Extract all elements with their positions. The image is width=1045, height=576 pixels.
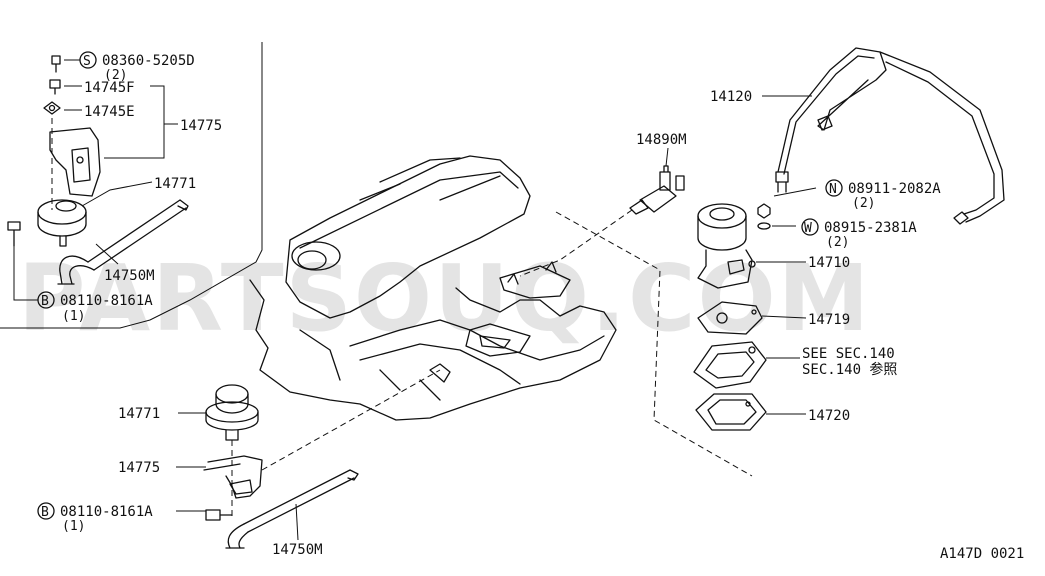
main-bolt-symbol: B <box>41 505 49 520</box>
gasket-lower-label: 14720 <box>808 408 850 424</box>
inset-valve-label: 14771 <box>154 176 196 192</box>
nut-icon <box>757 203 771 219</box>
hose-to-engine-line <box>261 369 441 471</box>
gasket-upper-label: 14719 <box>808 312 850 328</box>
inset-hose-label: 14750M <box>104 268 155 284</box>
inset-hose-icon <box>57 199 189 285</box>
screw-symbol: S <box>83 54 91 69</box>
nut-qty: (2) <box>852 196 875 211</box>
washer-icon <box>757 222 771 230</box>
washer-symbol-circle <box>801 218 819 236</box>
nut-symbol: N <box>829 182 837 197</box>
part-14745f-label: 14745F <box>84 80 135 96</box>
inset-vacuum-valve-icon <box>37 199 87 247</box>
main-hose-label: 14750M <box>272 542 323 558</box>
gasket-lower-icon <box>695 393 767 431</box>
sensor-label: 14890M <box>636 132 687 148</box>
inset-bolt-icon <box>7 221 21 247</box>
screw-symbol-circle <box>79 51 97 69</box>
egr-tube-icon <box>775 47 1005 225</box>
screw-part-number: 08360-5205D <box>102 53 195 69</box>
inset-bolt-part-number: 08110-8161A <box>60 293 153 309</box>
main-valve-label: 14771 <box>118 406 160 422</box>
main-vacuum-valve-icon <box>205 384 259 441</box>
watermark: PARTSOUQ.COM <box>18 245 871 352</box>
leader <box>81 181 153 207</box>
washer-qty: (2) <box>826 235 849 250</box>
nut-part-number: 08911-2082A <box>848 181 941 197</box>
main-bolt-icon <box>205 509 233 521</box>
inset-washer-icon <box>43 101 61 115</box>
egr-valve-label: 14710 <box>808 255 850 271</box>
main-bracket-icon <box>203 455 263 499</box>
diagram-code: A147D 0021 <box>940 546 1024 562</box>
leader <box>773 187 817 197</box>
sensor-icon <box>629 165 685 215</box>
inset-frame <box>0 42 263 329</box>
leader <box>295 503 299 541</box>
nut-symbol-circle <box>825 179 843 197</box>
inset-screw-icon <box>51 55 61 73</box>
see-section-jp-label: SEC.140 参照 <box>802 361 897 378</box>
egr-valve-icon <box>697 203 756 289</box>
inset-bracket-icon <box>49 127 101 197</box>
screw-qty: (2) <box>104 68 127 83</box>
main-hose-icon <box>225 469 359 549</box>
bracket-assy-label: 14775 <box>180 118 222 134</box>
leader <box>13 246 38 301</box>
inset-bolt-symbol: B <box>41 294 49 309</box>
see-section-label: SEE SEC.140 <box>802 346 895 362</box>
washer-symbol: W <box>804 221 812 236</box>
bolt-symbol-circle <box>37 291 55 309</box>
part-14745e-label: 14745E <box>84 104 135 120</box>
leader <box>104 85 165 159</box>
inset-bolt-qty: (1) <box>62 309 85 324</box>
assembly-dashed-outline <box>519 209 753 477</box>
tube-label: 14120 <box>710 89 752 105</box>
main-bracket-label: 14775 <box>118 460 160 476</box>
inset-seal-icon <box>49 79 61 95</box>
gasket-upper-icon <box>697 301 763 335</box>
leader <box>665 147 669 167</box>
main-bolt-part-number: 08110-8161A <box>60 504 153 520</box>
engine-block-icon <box>249 155 617 421</box>
flange-icon <box>693 341 767 389</box>
main-bolt-symbol-circle <box>37 502 55 520</box>
leader <box>95 243 119 265</box>
washer-part-number: 08915-2381A <box>824 220 917 236</box>
leader <box>761 315 807 319</box>
main-bolt-qty: (1) <box>62 519 85 534</box>
